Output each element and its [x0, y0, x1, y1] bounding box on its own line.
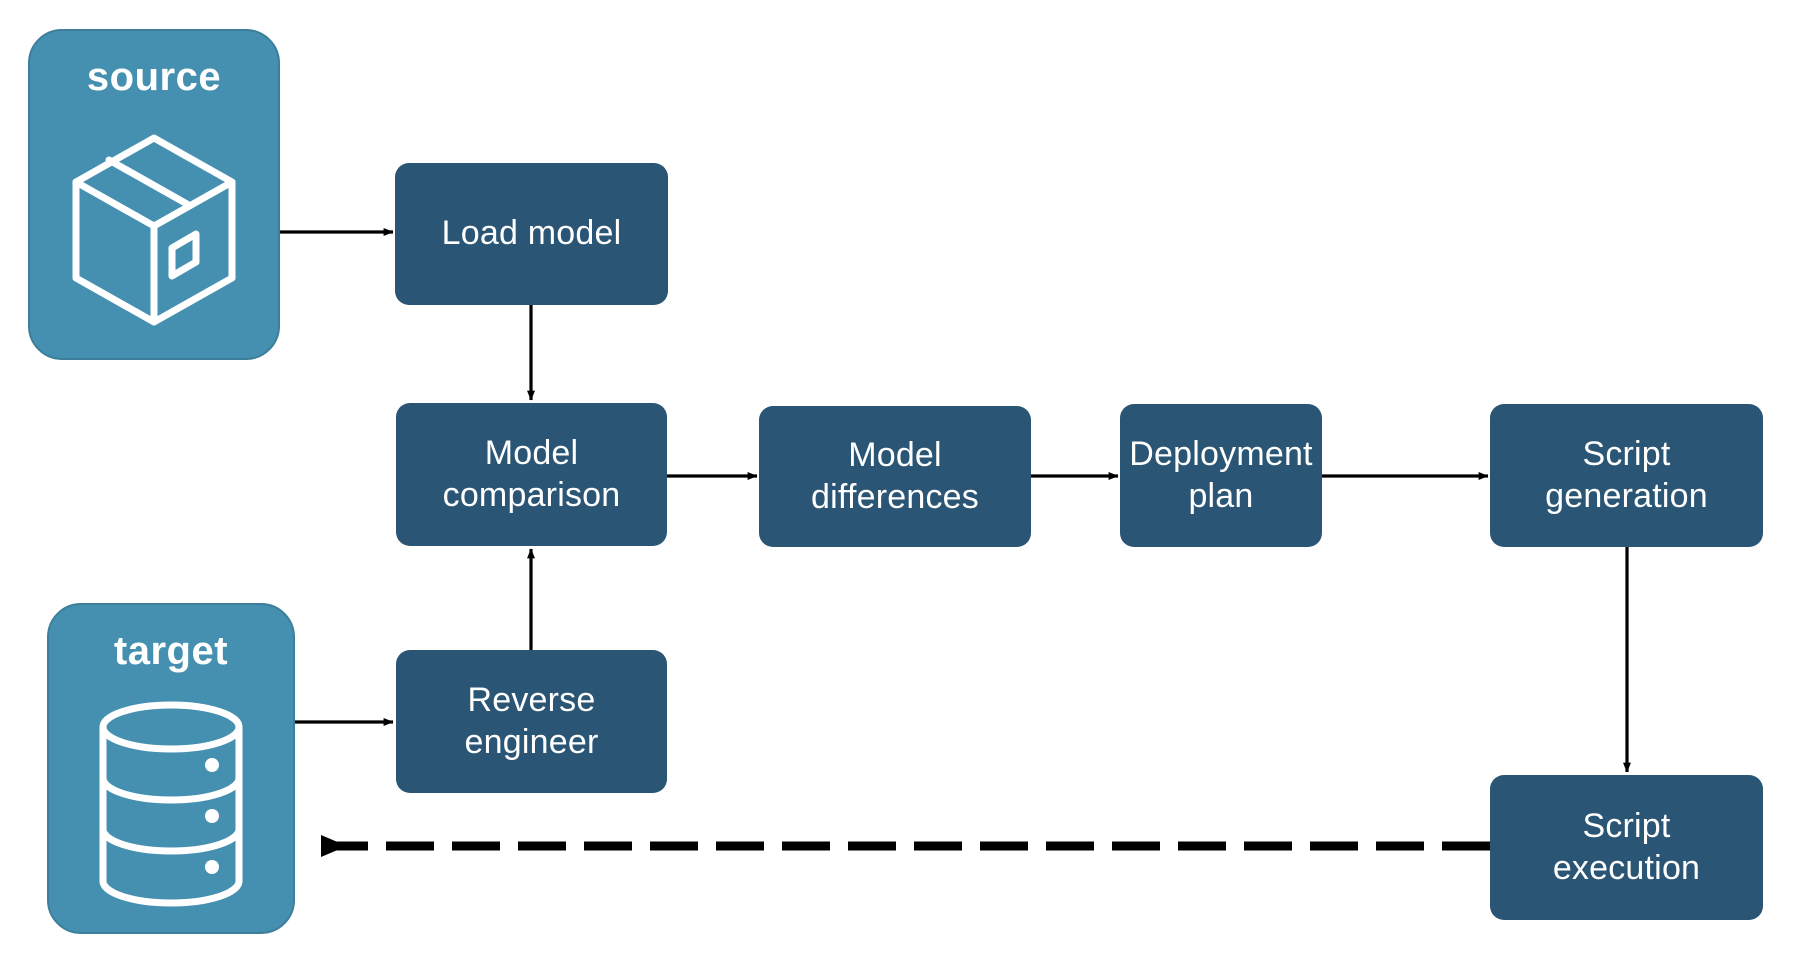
endpoint-label-source: source — [86, 55, 222, 99]
process-node-model-differences[interactable]: Model differences — [759, 406, 1031, 547]
process-node-deployment-plan[interactable]: Deployment plan — [1120, 404, 1322, 547]
process-node-script-execution[interactable]: Script execution — [1490, 775, 1763, 920]
process-node-script-generation[interactable]: Script generation — [1490, 404, 1763, 547]
process-node-model-comparison[interactable]: Model comparison — [396, 403, 667, 546]
database-cylinder-icon — [49, 676, 293, 932]
process-node-load-model[interactable]: Load model — [395, 163, 668, 305]
endpoint-node-target[interactable]: target — [47, 603, 295, 934]
process-node-reverse-engineer[interactable]: Reverse engineer — [396, 650, 667, 793]
package-box-icon — [30, 102, 278, 358]
endpoint-node-source[interactable]: source — [28, 29, 280, 360]
endpoint-label-target: target — [113, 629, 229, 673]
